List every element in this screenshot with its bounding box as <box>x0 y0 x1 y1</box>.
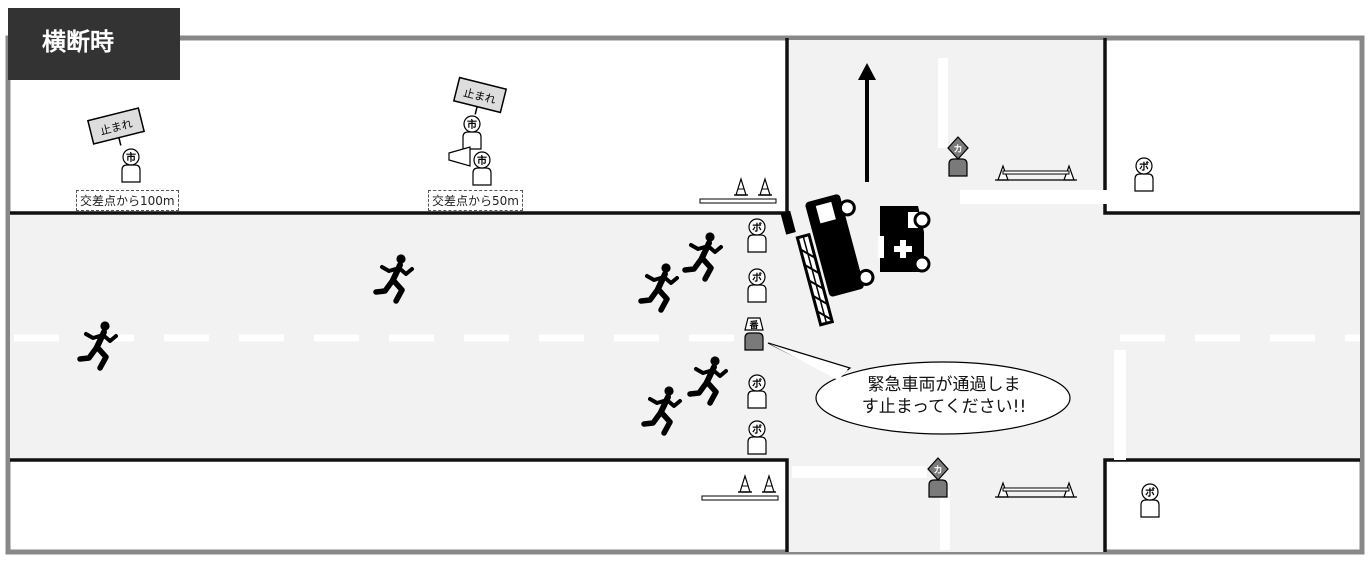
city-staff-1: 市 <box>121 148 141 183</box>
intersection-markings <box>792 58 1126 550</box>
volunteer-6: ボ <box>1140 483 1160 518</box>
fire-truck <box>780 194 875 327</box>
speech-text: 緊急車両が通過しま す止まってください!! <box>822 374 1066 418</box>
volunteer-badge-2: ボ <box>752 271 762 284</box>
speech-line-1: 緊急車両が通過しま <box>867 375 1021 395</box>
city-badge-3: 市 <box>477 154 487 167</box>
city-badge-2: 市 <box>467 118 477 131</box>
speech-line-2: す止まってください!! <box>861 397 1027 417</box>
city-badge-1: 市 <box>126 151 136 164</box>
city-staff-3: 市 <box>472 151 492 186</box>
direction-arrow <box>858 63 876 182</box>
ka-badge-2: カ <box>933 465 942 476</box>
megaphone-icon <box>448 146 471 167</box>
cones-bottom <box>701 475 779 501</box>
ka-badge-1: カ <box>953 144 962 155</box>
page-title: 横断時 <box>8 8 180 80</box>
volunteer-badge-3: ボ <box>752 377 762 390</box>
volunteer-1: ボ <box>747 218 767 253</box>
ka-person-2: カ <box>927 457 949 498</box>
curbs <box>10 38 1360 552</box>
guard-person: 番 <box>744 317 764 351</box>
cones-top <box>699 178 777 204</box>
stop-sign-50: 止まれ <box>452 76 508 115</box>
speech-bubble <box>767 342 1071 435</box>
stop-sign-100: 止まれ <box>86 107 146 146</box>
volunteer-badge-5: ボ <box>1139 160 1149 173</box>
volunteer-badge-4: ボ <box>752 423 762 436</box>
volunteer-badge-1: ボ <box>752 221 762 234</box>
ambulance <box>878 206 931 273</box>
volunteer-3: ボ <box>747 374 767 409</box>
volunteer-2: ボ <box>747 268 767 303</box>
ka-person-1: カ <box>947 136 969 177</box>
distance-label-100m: 交差点から100m <box>76 190 179 211</box>
volunteer-4: ボ <box>747 420 767 455</box>
guard-badge: 番 <box>748 319 759 331</box>
volunteer-5: ボ <box>1134 157 1154 192</box>
city-staff-2: 市 <box>462 115 482 150</box>
distance-label-50m: 交差点から50m <box>428 190 523 211</box>
volunteer-badge-6: ボ <box>1145 486 1155 499</box>
